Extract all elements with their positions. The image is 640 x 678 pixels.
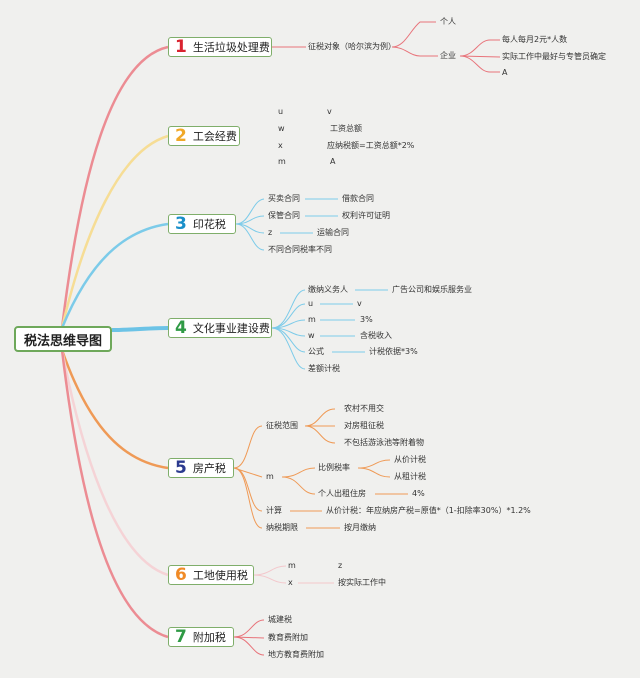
branch-5-node[interactable]: 5 房产税 (168, 458, 234, 478)
b5-period[interactable]: 纳税期限 (266, 523, 298, 532)
branch-4-title: 文化事业建设费 (192, 322, 270, 335)
branch-4-node[interactable]: 4 文化事业建设费 (168, 318, 272, 338)
b4-left-5[interactable]: 公式 (308, 347, 324, 356)
b7-item-3[interactable]: 地方教育费附加 (268, 650, 324, 659)
b7-item-2[interactable]: 教育费附加 (268, 633, 308, 642)
b6-m[interactable]: m (288, 561, 296, 570)
branch-6-number: 6 (175, 565, 187, 585)
branch-6-title: 工地使用税 (192, 569, 248, 582)
b3-right-1[interactable]: 借款合同 (342, 194, 374, 203)
b5-scope-item-3[interactable]: 不包括游泳池等附着物 (344, 438, 424, 447)
branch-4-number: 4 (175, 318, 187, 338)
branch-7-node[interactable]: 7 附加税 (168, 627, 234, 647)
branch-5-title: 房产税 (192, 462, 226, 475)
branch-3-title: 印花税 (192, 218, 226, 231)
b5-rate[interactable]: 比例税率 (318, 463, 350, 472)
b2-u[interactable]: u (278, 107, 284, 116)
b2-v[interactable]: v (327, 107, 332, 116)
b2-x[interactable]: x (278, 141, 283, 150)
b5-rate-2[interactable]: 从租计税 (394, 472, 426, 481)
b4-right-4[interactable]: 含税收入 (360, 331, 392, 340)
b2-x-value[interactable]: 应纳税额=工资总额*2% (327, 141, 415, 150)
b5-calc[interactable]: 计算 (266, 506, 282, 515)
b4-left-4[interactable]: w (308, 331, 315, 340)
branch-7-title: 附加税 (192, 631, 226, 644)
b3-left-3[interactable]: z (268, 228, 273, 237)
b4-left-1[interactable]: 缴纳义务人 (308, 285, 348, 294)
b2-m-value[interactable]: A (330, 157, 336, 166)
b5-rate-1[interactable]: 从价计税 (394, 455, 426, 464)
b5-calc-value[interactable]: 从价计税：年应纳房产税=原值*（1-扣除率30%）*1.2% (326, 506, 531, 515)
b4-right-1[interactable]: 广告公司和娱乐服务业 (392, 285, 472, 294)
b6-x[interactable]: x (288, 578, 293, 587)
b6-z[interactable]: z (338, 561, 343, 570)
b5-scope[interactable]: 征税范围 (266, 421, 298, 430)
b3-left-1[interactable]: 买卖合同 (268, 194, 300, 203)
b1-enterprise[interactable]: 企业 (440, 51, 456, 60)
b3-right-3[interactable]: 运输合同 (317, 228, 349, 237)
b1-tax-object[interactable]: 征税对象（哈尔滨为例） (308, 42, 396, 51)
branch-2-title: 工会经费 (192, 130, 237, 143)
branch-1-number: 1 (175, 37, 187, 57)
b7-item-1[interactable]: 城建税 (268, 615, 292, 624)
b6-x-value[interactable]: 按实际工作中 (338, 578, 386, 587)
branch-1-title: 生活垃圾处理费 (192, 41, 270, 54)
root-node[interactable]: 税法思维导图 (14, 326, 112, 352)
b3-right-2[interactable]: 权利许可证明 (342, 211, 390, 220)
b3-left-2[interactable]: 保管合同 (268, 211, 300, 220)
branch-2-number: 2 (175, 126, 187, 146)
b1-personal[interactable]: 个人 (440, 17, 456, 26)
b4-left-2[interactable]: u (308, 299, 314, 308)
b4-right-5[interactable]: 计税依据*3% (369, 347, 418, 356)
b1-enterprise-item-3[interactable]: A (502, 68, 508, 77)
branch-1-node[interactable]: 1 生活垃圾处理费 (168, 37, 272, 57)
b5-personal-rent[interactable]: 个人出租住房 (318, 489, 366, 498)
b5-scope-item-2[interactable]: 对房租征税 (344, 421, 384, 430)
b2-w[interactable]: w (278, 124, 285, 133)
b3-left-4[interactable]: 不同合同税率不同 (268, 245, 332, 254)
b5-scope-item-1[interactable]: 农村不用交 (344, 404, 384, 413)
b5-m[interactable]: m (266, 472, 274, 481)
b4-right-3[interactable]: 3% (360, 315, 373, 324)
b2-w-value[interactable]: 工资总额 (330, 124, 362, 133)
branch-6-node[interactable]: 6 工地使用税 (168, 565, 254, 585)
b4-right-2[interactable]: v (357, 299, 362, 308)
branch-5-number: 5 (175, 458, 187, 478)
b1-enterprise-item-2[interactable]: 实际工作中最好与专管员确定 (502, 52, 606, 61)
b5-period-value[interactable]: 按月缴纳 (344, 523, 376, 532)
branch-7-number: 7 (175, 627, 187, 647)
b2-m[interactable]: m (278, 157, 286, 166)
branch-3-node[interactable]: 3 印花税 (168, 214, 236, 234)
b5-personal-rate[interactable]: 4% (412, 489, 425, 498)
branch-2-node[interactable]: 2 工会经费 (168, 126, 240, 146)
b4-left-6[interactable]: 差额计税 (308, 364, 340, 373)
b4-left-3[interactable]: m (308, 315, 316, 324)
b1-enterprise-item-1[interactable]: 每人每月2元*人数 (502, 35, 568, 44)
branch-3-number: 3 (175, 214, 187, 234)
